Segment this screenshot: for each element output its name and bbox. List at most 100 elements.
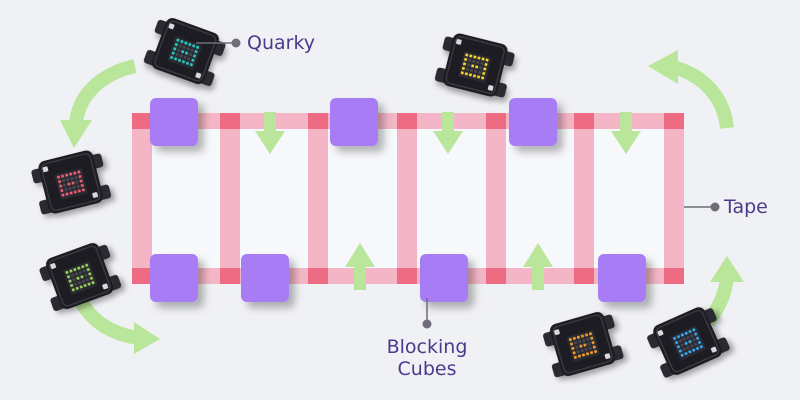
robot-led (569, 342, 574, 346)
down-arrow-head (255, 131, 285, 154)
tape-junction (664, 113, 684, 129)
robot-led (66, 275, 71, 279)
tape-junction (397, 268, 417, 284)
robot-led (695, 336, 700, 340)
blocking-cubes (150, 98, 646, 302)
robot-led (70, 273, 75, 278)
robot-bottom-left (39, 243, 122, 312)
robot-led (684, 351, 688, 356)
robot-led (468, 73, 472, 77)
tape-callout-dot (710, 202, 720, 212)
robot-led (697, 340, 702, 345)
robot-button (710, 346, 717, 353)
robot-led (584, 333, 589, 337)
cubes-callout-dot (422, 319, 432, 329)
robot-led (81, 188, 85, 192)
robot-led (678, 349, 683, 353)
robot-led (169, 55, 174, 60)
robot-led (79, 179, 83, 183)
robot-led (85, 278, 90, 282)
robot-led (593, 349, 598, 354)
robot-led (699, 344, 704, 349)
robot-led (183, 55, 187, 60)
robot-led (181, 50, 185, 54)
robot-led (70, 283, 74, 288)
robot-board-edge (655, 309, 720, 373)
tape-junction (397, 113, 417, 129)
robot-led (588, 346, 592, 350)
robot-led (686, 335, 690, 340)
robot-led (585, 352, 590, 356)
robot-led (688, 339, 692, 344)
robot-led (73, 171, 77, 175)
robot-led (175, 52, 179, 57)
blocking-cube (241, 254, 289, 302)
robot-led (574, 341, 578, 345)
robot-button (554, 329, 560, 336)
quarky-label: Quarky (247, 32, 316, 54)
robot-button (487, 85, 494, 91)
robot-led (78, 270, 83, 275)
robot-led (72, 185, 76, 190)
robot-led (481, 57, 485, 61)
down-arrow-shaft (442, 112, 454, 134)
down-arrow-head (611, 131, 641, 154)
robot-button (50, 263, 57, 269)
tape-junction (574, 268, 594, 284)
robot-top-left (143, 18, 226, 87)
callouts (196, 38, 720, 329)
robot-led (684, 341, 688, 346)
robot-board-edge (552, 314, 613, 374)
robot-led (75, 180, 79, 184)
robot-led (61, 174, 65, 178)
robot-led (682, 337, 686, 341)
robot-led (682, 347, 686, 352)
robot-led (591, 341, 595, 345)
robot-led (186, 47, 190, 51)
robot-led (182, 45, 186, 50)
robot-led (87, 282, 91, 286)
up-arrow-shaft (532, 264, 544, 290)
tape-junction (220, 268, 240, 284)
robot-led (77, 189, 81, 193)
robot-led (589, 351, 594, 355)
robot-led (66, 178, 70, 182)
robot-led (178, 44, 182, 48)
tape-label: Tape (724, 196, 768, 218)
robot-led (688, 350, 692, 354)
tape-junction (220, 113, 240, 129)
robot-led (65, 173, 69, 177)
robot-led (74, 272, 79, 276)
cube-face (150, 254, 198, 302)
robot-button (168, 23, 175, 30)
robot-led (695, 346, 700, 351)
robot-led (77, 266, 81, 270)
robot-led (77, 280, 82, 285)
tape-vertical (664, 113, 684, 284)
robot-led (582, 338, 586, 343)
robot-led (583, 343, 587, 347)
robot-led (464, 72, 468, 76)
robot-led (189, 62, 194, 67)
robot-led (191, 58, 195, 62)
robot-led (65, 192, 69, 196)
robot-led (680, 333, 685, 337)
robot-left-middle (31, 150, 112, 215)
robot-led (590, 336, 594, 340)
robot-led (73, 190, 77, 194)
robot-led (479, 66, 483, 70)
robot-led (62, 179, 66, 183)
cube-face (150, 98, 198, 146)
robot-led (65, 270, 69, 275)
robot-led (476, 60, 480, 65)
robot-led (192, 54, 197, 58)
robots (31, 18, 730, 378)
robot-led (691, 348, 696, 352)
robot-button (195, 72, 202, 79)
robot-led (80, 275, 84, 279)
robot-button (42, 166, 49, 173)
robot-led (592, 345, 596, 349)
robot-button (657, 329, 664, 336)
tape-junction (132, 268, 152, 284)
